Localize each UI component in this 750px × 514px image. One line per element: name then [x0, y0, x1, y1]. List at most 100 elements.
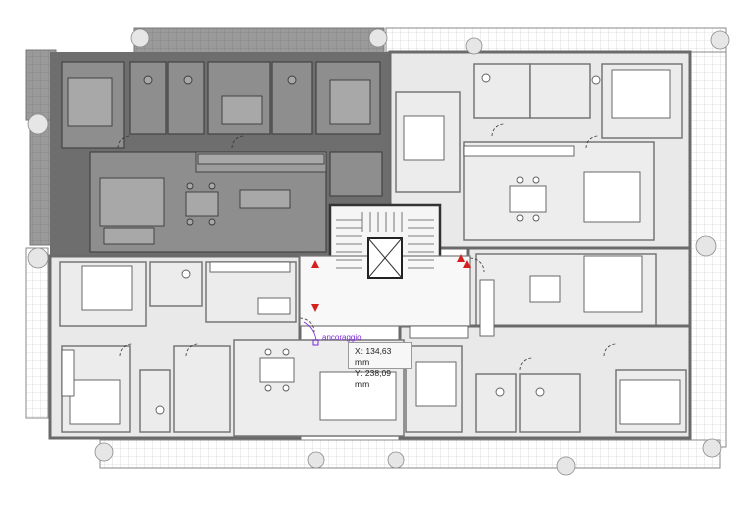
- dining-table: [259, 357, 295, 383]
- sofa: [319, 371, 397, 421]
- plant: [465, 37, 483, 55]
- chair: [264, 348, 272, 356]
- chair: [516, 176, 524, 184]
- bed: [69, 379, 121, 425]
- toilet: [183, 75, 193, 85]
- snap-point[interactable]: [312, 339, 319, 346]
- ne-bath-2: [529, 63, 591, 119]
- sw-bath-2: [139, 369, 171, 433]
- door-swing: [117, 135, 131, 149]
- chair: [282, 384, 290, 392]
- plant: [695, 235, 717, 257]
- chair: [208, 218, 216, 226]
- plant: [387, 451, 405, 469]
- plant: [556, 456, 576, 476]
- bed: [611, 69, 671, 119]
- chair: [208, 182, 216, 190]
- terrace-south: [99, 439, 721, 469]
- terrace-north-left: [133, 27, 385, 55]
- plant: [27, 113, 49, 135]
- room-bath-3: [271, 61, 313, 135]
- dining-table: [185, 191, 219, 217]
- door-swing: [185, 343, 199, 357]
- sofa: [99, 177, 165, 227]
- snap-label: ancoraggio: [322, 333, 362, 342]
- bed: [81, 265, 133, 311]
- sofa: [103, 227, 155, 245]
- toilet: [591, 75, 601, 85]
- desk: [257, 297, 291, 315]
- snap-guide: [303, 321, 317, 341]
- entry-markers: [311, 254, 471, 312]
- plant: [710, 30, 730, 50]
- dining-table: [509, 185, 547, 213]
- kitchen-counter: [463, 145, 575, 157]
- bed: [329, 79, 371, 125]
- toilet: [481, 73, 491, 83]
- chair: [264, 384, 272, 392]
- sofa: [583, 171, 641, 223]
- island: [239, 189, 291, 209]
- door-swing: [603, 343, 617, 357]
- room-bath-1: [129, 61, 167, 135]
- kitchen-counter: [197, 153, 325, 165]
- entry-arrow: [311, 260, 319, 268]
- elevator-cross-2: [367, 237, 403, 279]
- entry-arrow: [457, 254, 465, 262]
- sofa: [583, 255, 643, 313]
- plant: [702, 438, 722, 458]
- chair: [532, 214, 540, 222]
- door-swing: [585, 135, 599, 149]
- door-swing: [491, 123, 505, 137]
- chair: [186, 218, 194, 226]
- ne-bath-1: [473, 63, 531, 119]
- se-bath-1: [475, 373, 517, 433]
- kitchen-counter: [209, 261, 291, 273]
- chair: [532, 176, 540, 184]
- door-swing: [231, 135, 245, 149]
- entry-arrow: [463, 260, 471, 268]
- terrace-north-right: [385, 27, 727, 53]
- dining-table: [529, 275, 561, 303]
- coordinate-tooltip: X: 134,63 mm Y: 238,09 mm: [348, 342, 412, 389]
- furniture-selected: [67, 75, 371, 245]
- room-storage: [329, 151, 383, 197]
- plants: [27, 28, 730, 476]
- toilet: [155, 405, 165, 415]
- entry-arrow: [311, 304, 319, 312]
- bed: [619, 379, 681, 425]
- bed: [221, 95, 263, 125]
- plant: [130, 28, 150, 48]
- bed: [415, 361, 457, 407]
- plant: [94, 442, 114, 462]
- door-swing: [119, 343, 133, 357]
- door-swings: [117, 123, 617, 371]
- wardrobe: [409, 325, 469, 339]
- room-bath-2: [167, 61, 205, 135]
- plant: [27, 247, 49, 269]
- furniture: [61, 69, 681, 425]
- sw-bath-1: [149, 261, 203, 307]
- toilet: [287, 75, 297, 85]
- se-bath-2: [519, 373, 581, 433]
- coordinate-x: X: 134,63 mm: [355, 346, 392, 367]
- door-swing: [469, 257, 485, 273]
- toilet: [143, 75, 153, 85]
- chair: [516, 214, 524, 222]
- bed: [403, 115, 445, 161]
- toilet: [495, 387, 505, 397]
- wardrobe: [61, 349, 75, 397]
- sw-bath-3: [173, 345, 231, 433]
- toilet: [535, 387, 545, 397]
- bed: [67, 77, 113, 127]
- coordinate-y: Y: 238,09 mm: [355, 368, 391, 389]
- door-swing: [519, 357, 533, 371]
- toilet: [181, 269, 191, 279]
- kitchen-counter: [479, 279, 495, 337]
- chair: [282, 348, 290, 356]
- door-swing: [299, 317, 315, 333]
- terrace-west-lower: [25, 247, 49, 419]
- stairs: [336, 212, 434, 279]
- plant: [307, 451, 325, 469]
